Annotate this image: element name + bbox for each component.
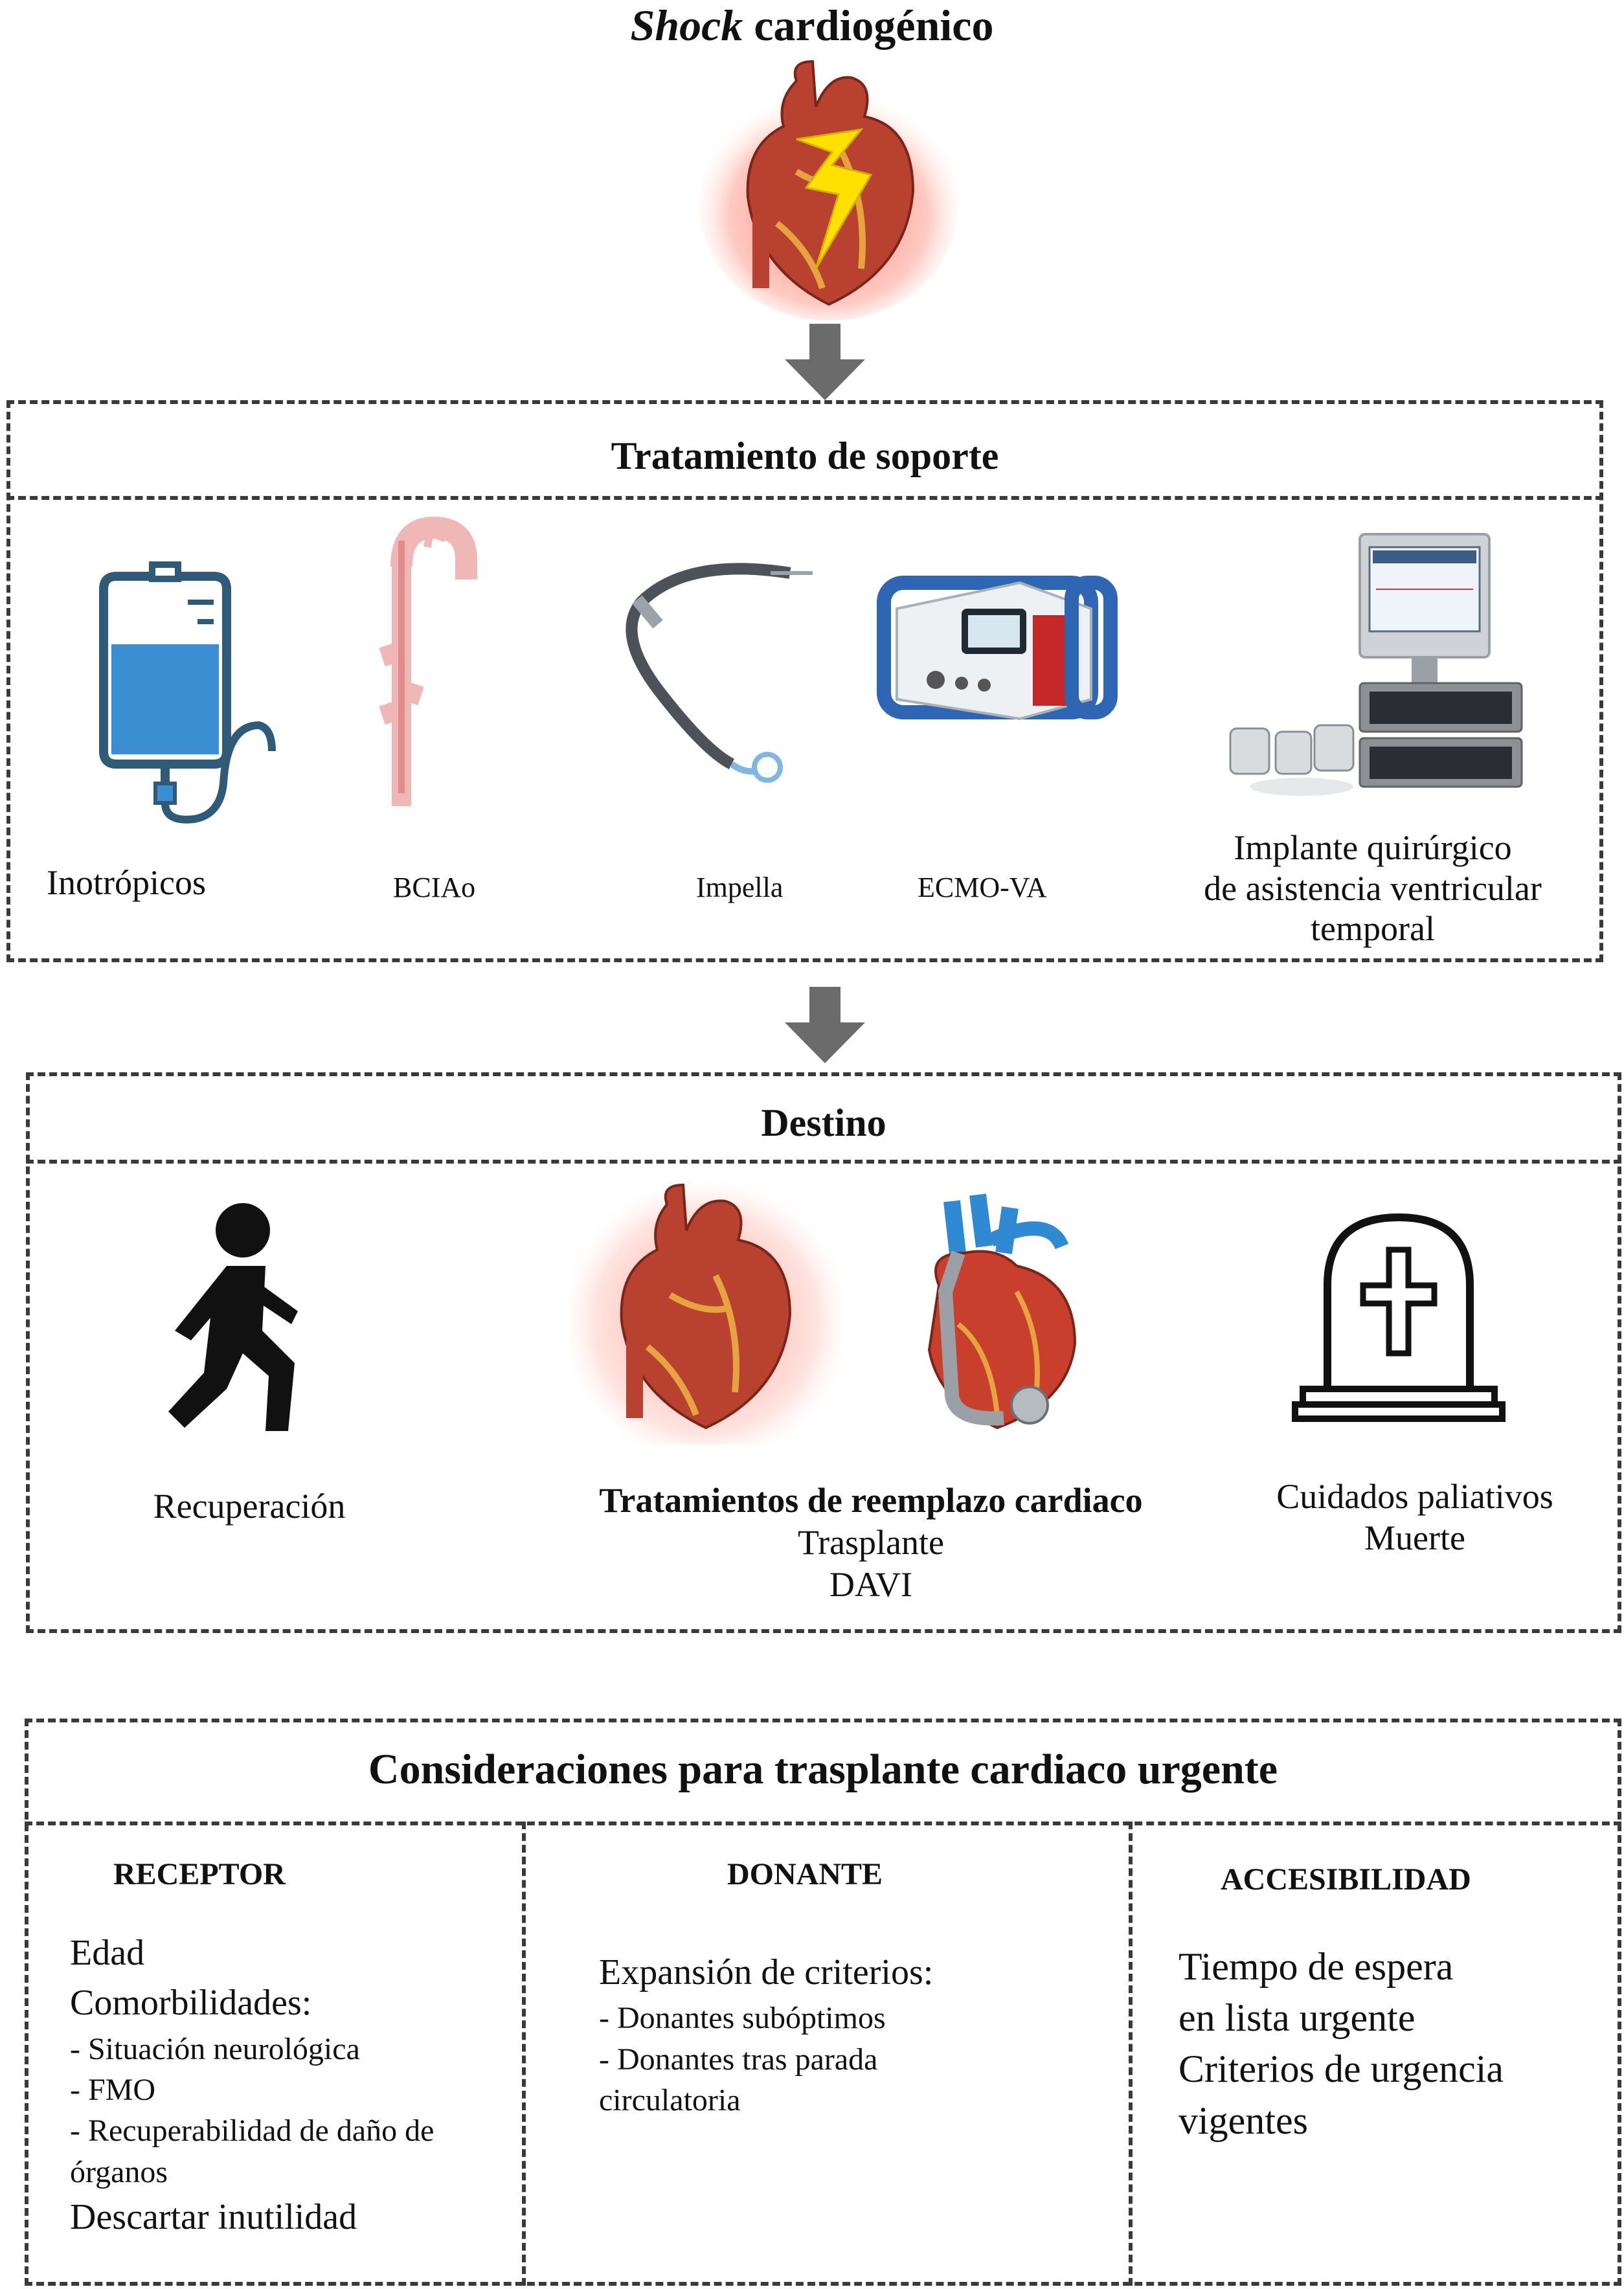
support-box bbox=[6, 400, 1603, 962]
accesibilidad-line: vigentes bbox=[1179, 2099, 1308, 2142]
heart-icon bbox=[570, 1172, 842, 1444]
support-label-inotropicos: Inotrópicos bbox=[47, 863, 206, 902]
column-divider bbox=[522, 1821, 526, 2286]
support-label-bciao: BCIAo bbox=[393, 872, 476, 903]
destino-box bbox=[26, 1072, 1621, 1633]
donante-heading: DONANTE bbox=[727, 1857, 883, 1891]
heart-lvad-icon bbox=[927, 1193, 1077, 1430]
accesibilidad-line: Criterios de urgencia bbox=[1179, 2047, 1504, 2091]
accesibilidad-line: Tiempo de espera bbox=[1179, 1945, 1454, 1988]
destino-palliative: Cuidados paliativos Muerte bbox=[1230, 1476, 1599, 1559]
donante-list: Expansión de criterios: - Donantes subóp… bbox=[599, 1948, 1117, 2121]
accesibilidad-list: Tiempo de espera en lista urgente Criter… bbox=[1179, 1941, 1612, 2147]
receptor-list: Edad Comorbilidades: - Situación neuroló… bbox=[70, 1928, 517, 2242]
donante-line: Expansión de criterios: bbox=[599, 1952, 934, 1992]
considerations-box bbox=[25, 1719, 1621, 2286]
palliative-line: Cuidados paliativos bbox=[1276, 1477, 1553, 1516]
vad-label-line: temporal bbox=[1311, 909, 1435, 949]
ecmo-machine-icon bbox=[877, 576, 1118, 721]
tombstone-cross-icon bbox=[1292, 1213, 1506, 1422]
receptor-line: órganos bbox=[70, 2154, 168, 2189]
accesibilidad-heading: ACCESIBILIDAD bbox=[1221, 1862, 1471, 1897]
iv-bag-icon bbox=[99, 561, 276, 824]
donante-line: circulatoria bbox=[599, 2082, 741, 2117]
title-rest: cardiogénico bbox=[743, 1, 994, 50]
vad-label-line: Implante quirúrgico bbox=[1234, 828, 1512, 867]
aorta-balloon-icon bbox=[379, 516, 477, 806]
considerations-heading: Consideraciones para trasplante cardiaco… bbox=[368, 1746, 1278, 1793]
vad-console-icon bbox=[1229, 533, 1523, 796]
receptor-heading: RECEPTOR bbox=[113, 1857, 286, 1891]
impella-catheter-icon bbox=[626, 563, 813, 783]
diagram-title: Shock cardiogénico bbox=[0, 0, 1624, 51]
accesibilidad-line: en lista urgente bbox=[1179, 1996, 1415, 2040]
replacement-line: Trasplante bbox=[798, 1522, 944, 1562]
support-heading: Tratamiento de soporte bbox=[611, 434, 999, 477]
replacement-title: Tratamientos de reemplazo cardiaco bbox=[599, 1481, 1143, 1520]
receptor-line: Edad bbox=[70, 1933, 145, 1973]
column-divider bbox=[1129, 1821, 1133, 2286]
receptor-line: Comorbilidades: bbox=[70, 1983, 312, 2024]
receptor-line: - Situación neurológica bbox=[70, 2031, 360, 2066]
arrow-down-icon bbox=[785, 324, 865, 400]
destino-recovery-label: Recuperación bbox=[153, 1487, 346, 1526]
vad-label-line: de asistencia ventricular bbox=[1204, 868, 1542, 908]
considerations-divider bbox=[25, 1821, 1621, 1825]
receptor-line: - Recuperabilidad de daño de bbox=[70, 2114, 434, 2148]
support-label-vad: Implante quirúrgico de asistencia ventri… bbox=[1166, 828, 1580, 949]
heart-lightning-icon bbox=[699, 60, 958, 321]
palliative-line: Muerte bbox=[1364, 1518, 1465, 1557]
donante-line: - Donantes tras parada bbox=[599, 2042, 878, 2077]
walking-person-icon bbox=[168, 1203, 298, 1431]
receptor-line: - FMO bbox=[70, 2072, 156, 2107]
receptor-line: Descartar inutilidad bbox=[70, 2196, 357, 2237]
support-label-impella: Impella bbox=[696, 872, 784, 903]
replacement-line: DAVI bbox=[829, 1564, 912, 1604]
support-label-ecmo: ECMO-VA bbox=[918, 872, 1047, 903]
destino-replacement: Tratamientos de reemplazo cardiaco Trasp… bbox=[518, 1480, 1224, 1605]
destino-heading: Destino bbox=[761, 1101, 886, 1144]
destino-divider bbox=[26, 1160, 1621, 1164]
support-divider bbox=[6, 496, 1603, 500]
donante-line: - Donantes subóptimos bbox=[599, 2001, 886, 2036]
title-emphasis: Shock bbox=[630, 1, 743, 50]
arrow-down-icon bbox=[785, 987, 865, 1063]
